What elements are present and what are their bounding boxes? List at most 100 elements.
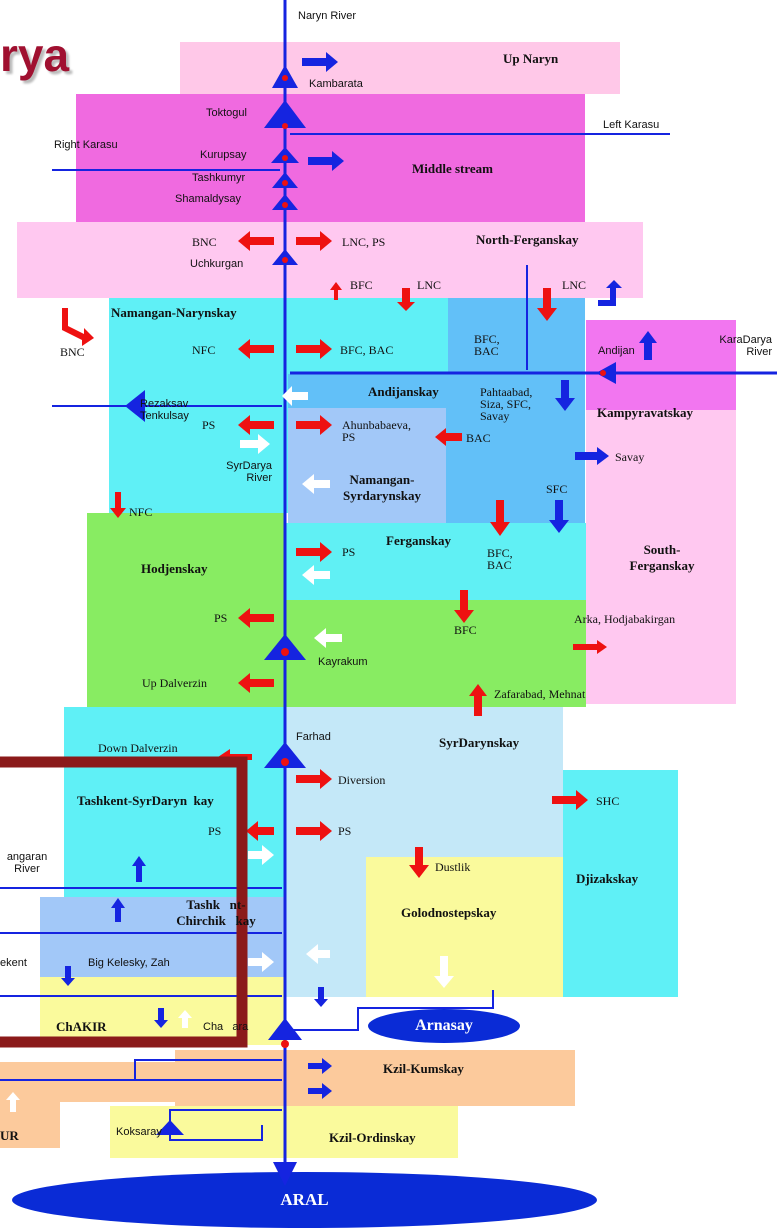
zone-ferganskay [285,523,586,600]
blue-arrows [61,52,657,1099]
label-andijan: Andijan [598,345,635,357]
canal-ps-5: PS [338,824,352,838]
label-kayrakum: Kayrakum [318,656,368,668]
zone-title-up-naryn: Up Naryn [503,51,559,66]
label-angaran-river: angaran River [6,851,48,875]
zone-up-naryn [180,42,620,94]
canal-big-kelesky: Big Kelesky, Zah [88,957,170,969]
label-farhad: Farhad [296,731,331,743]
zone-title-tashkent-syrdarynskay: Tashkent-SyrDaryn kay [77,793,214,808]
label-toktogul: Toktogul [206,107,247,119]
canal-nfc-2: NFC [129,505,153,519]
zone-title-kzil-ordinskay: Kzil-Ordinskay [329,1130,416,1145]
label-koksaray: Koksaray [116,1126,162,1138]
zone-title-namangan-syrdarynskay: Namangan- Syrdarynskay [342,472,422,503]
koksaray-loop [169,1109,282,1141]
canal-arka: Arka, Hodjabakirgan [574,612,676,626]
zone-ferganskay-south [285,600,586,707]
zone-title-ur: UR [0,1128,19,1143]
label-chardara: Cha ara [203,1021,249,1033]
lower-channel-1 [134,1059,282,1080]
dam-markers [125,65,616,1135]
lake-aral: ARAL [12,1172,597,1228]
canal-down-dalverzin: Down Dalverzin [98,741,178,755]
zone-north-ferganskay [17,222,643,298]
canal-lnc-2: LNC [562,278,586,292]
zone-title-hodjenskay: Hodjenskay [141,561,208,576]
red-arrows-right [296,231,607,841]
zone-title-kzil-kumskay: Kzil-Kumskay [383,1061,464,1076]
dam-kayrakum-icon [264,634,306,660]
zone-title-syrdarynskay: SyrDarynskay [439,735,520,750]
canal-bfc-bac-1: BFC, BAC [340,343,394,357]
canal-dustlik: Dustlik [435,860,471,874]
canal-shc: SHC [596,794,620,808]
red-arrows-up [330,282,487,716]
label-shamaldysay: Shamaldysay [175,193,242,205]
zone-title-middle-stream: Middle stream [412,161,493,176]
canal-up-dalverzin: Up Dalverzin [142,676,207,690]
zone-andijanskay-east [448,298,585,524]
canal-sfc: SFC [546,482,568,496]
zone-golodnostepskay [366,857,563,997]
label-tashkumyr: Tashkumyr [192,172,246,184]
canal-ps-1: PS [202,418,216,432]
canal-bfc-bac-2: BFC, BAC [474,332,500,358]
canal-ps-4: PS [208,824,222,838]
zone-tashkent-syrdarynskay [64,707,285,897]
page-title: rya [0,29,70,81]
dam-toktogul-icon [264,100,306,128]
canal-ahunbabaeva: Ahunbabaeva, PS [342,418,411,444]
canal-bfc-2: BFC [454,623,477,637]
canal-ps-2: PS [342,545,356,559]
zone-title-andijanskay: Andijanskay [368,384,439,399]
zone-title-kampyravatskay: Kampyravatskay [597,405,694,420]
dam-chardara-icon [268,1018,302,1040]
zone-djizakskay [563,770,678,997]
canal-ekent: ekent [0,957,27,969]
dam-dots [281,75,606,1048]
label-left-karasu: Left Karasu [603,119,660,131]
dam-farhad-icon [264,742,306,768]
canal-ps-3: PS [214,611,228,625]
zone-hodjenskay [87,513,285,707]
canal-savay: Savay [615,450,645,464]
zone-ur-top [0,1062,300,1102]
arnasay-line [292,990,494,1031]
canal-bac: BAC [466,431,491,445]
canal-diversion: Diversion [338,773,386,787]
red-arrows-left [218,231,462,841]
zone-south-ferganskay [586,410,736,704]
canal-bfc-1: BFC [350,278,373,292]
canal-bnc-2: BNC [60,345,85,359]
red-arrows-down [110,288,557,878]
label-rezaksav: Rezaksav Tenkulsay [140,398,189,422]
label-kurupsay: Kurupsay [200,149,247,161]
rezaksav-arrow-icon [125,390,145,422]
highlight-box [0,756,248,1048]
canal-lnc-ps: LNC, PS [342,235,386,249]
zone-title-ferganskay: Ferganskay [386,533,451,548]
zone-title-djizakskay: Djizakskay [576,871,639,886]
zone-title-tashkent-chirchikskay: Tashk nt- Chirchik kay [176,897,256,928]
label-right-karasu: Right Karasu [54,139,118,151]
lake-arnasay: Arnasay [368,1009,520,1043]
label-kambarata: Kambarata [309,78,363,90]
zone-title-chakir: ChAKIR [56,1019,107,1034]
canal-bnc-1: BNC [192,235,217,249]
zone-title-golodnostepskay: Golodnostepskay [401,905,497,920]
canal-zafarabad: Zafarabad, Mehnat [494,687,586,701]
canal-pahtaabad: Pahtaabad, Siza, SFC, Savay [480,385,533,423]
canal-lnc-1: LNC [417,278,441,292]
canal-nfc-1: NFC [192,343,216,357]
dam-koksaray-icon [156,1120,184,1135]
label-karadarya-river: KaraDarya River [719,334,772,358]
label-naryn-river: Naryn River [298,10,357,22]
label-uchkurgan: Uchkurgan [190,258,244,270]
white-arrows [6,386,454,1112]
zone-title-south-ferganskay: South- Ferganskay [629,542,695,573]
bnc-curved-arrow [62,308,94,346]
label-syrdarya-river: SyrDarya River [226,460,272,484]
zone-title-north-ferganskay: North-Ferganskay [476,232,579,247]
